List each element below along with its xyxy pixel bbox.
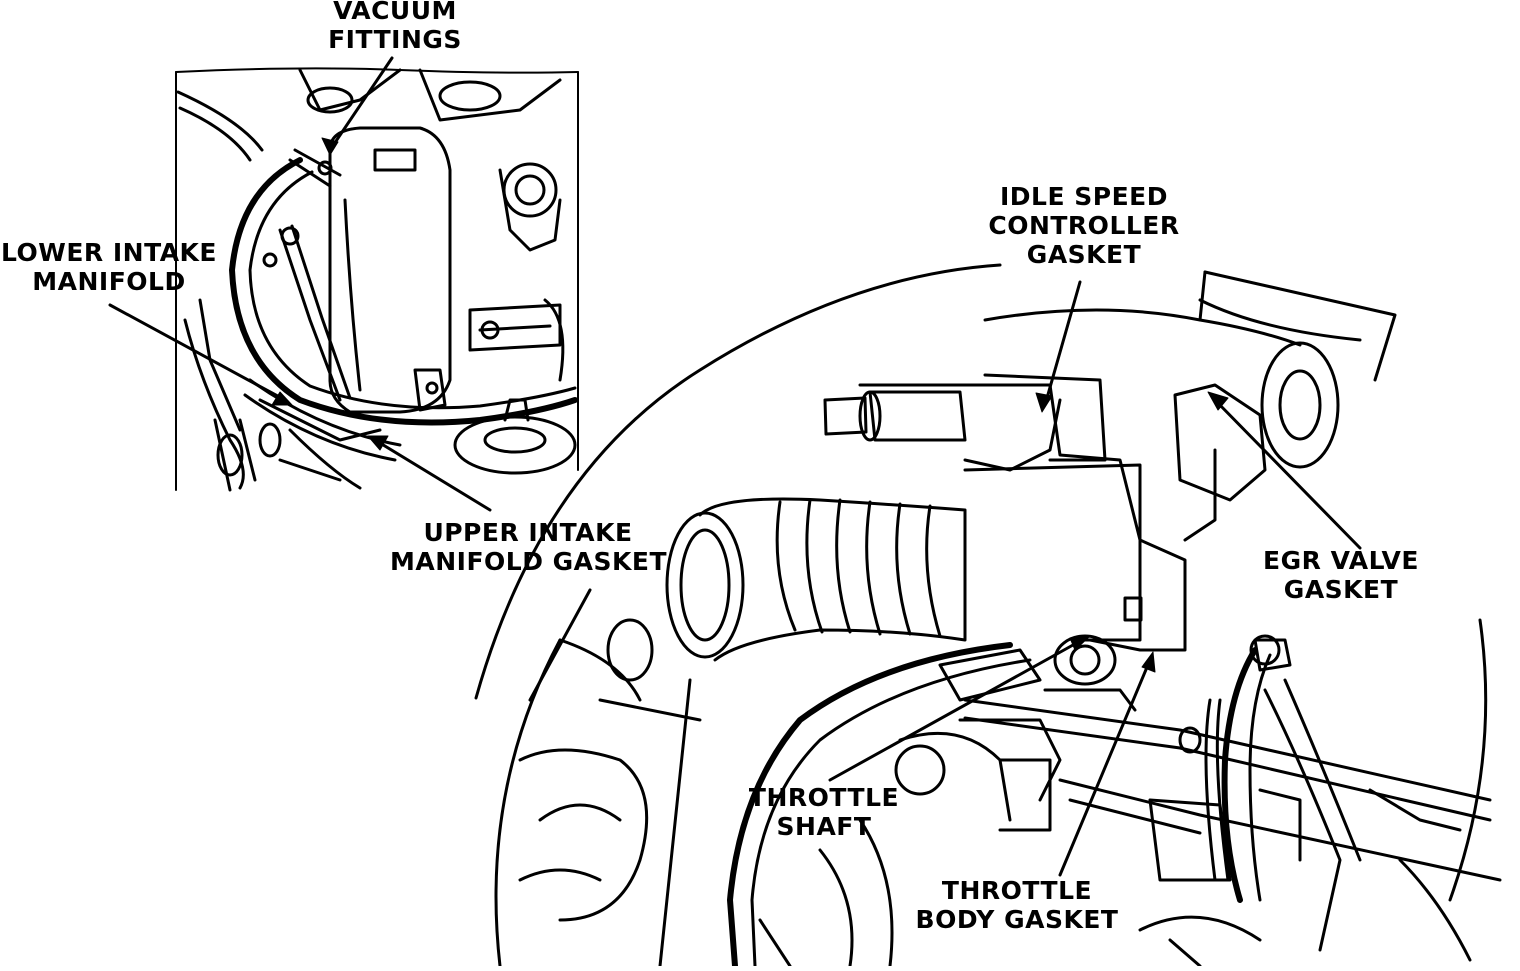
- label-line: GASKET: [1283, 575, 1399, 604]
- label-throttle-shaft: THROTTLE SHAFT: [742, 783, 906, 841]
- label-line: FITTINGS: [328, 25, 462, 54]
- label-vacuum-fittings: VACUUM FITTINGS: [320, 0, 470, 54]
- label-line: LOWER INTAKE: [0, 238, 218, 267]
- label-line: GASKET: [1026, 240, 1142, 269]
- label-egr-valve-gasket: EGR VALVE GASKET: [1256, 546, 1426, 604]
- label-idle-speed-controller-gasket: IDLE SPEED CONTROLLER GASKET: [984, 182, 1184, 269]
- leader-lines: [108, 56, 1362, 877]
- label-line: EGR VALVE: [1263, 546, 1419, 575]
- label-line: CONTROLLER: [988, 211, 1180, 240]
- label-line: VACUUM: [333, 0, 457, 25]
- label-line: IDLE SPEED: [999, 182, 1168, 211]
- inset-illustration: [175, 67, 579, 492]
- label-line: MANIFOLD GASKET: [390, 547, 668, 576]
- label-line: BODY GASKET: [915, 905, 1119, 934]
- label-lower-intake-manifold: LOWER INTAKE MANIFOLD: [0, 238, 218, 296]
- label-line: SHAFT: [776, 812, 872, 841]
- label-throttle-body-gasket: THROTTLE BODY GASKET: [912, 876, 1122, 934]
- main-illustration: [474, 263, 1502, 969]
- label-line: MANIFOLD: [32, 267, 186, 296]
- label-upper-intake-manifold-gasket: UPPER INTAKE MANIFOLD GASKET: [390, 518, 668, 576]
- label-line: THROTTLE: [748, 783, 900, 812]
- label-line: UPPER INTAKE: [423, 518, 633, 547]
- label-line: THROTTLE: [941, 876, 1093, 905]
